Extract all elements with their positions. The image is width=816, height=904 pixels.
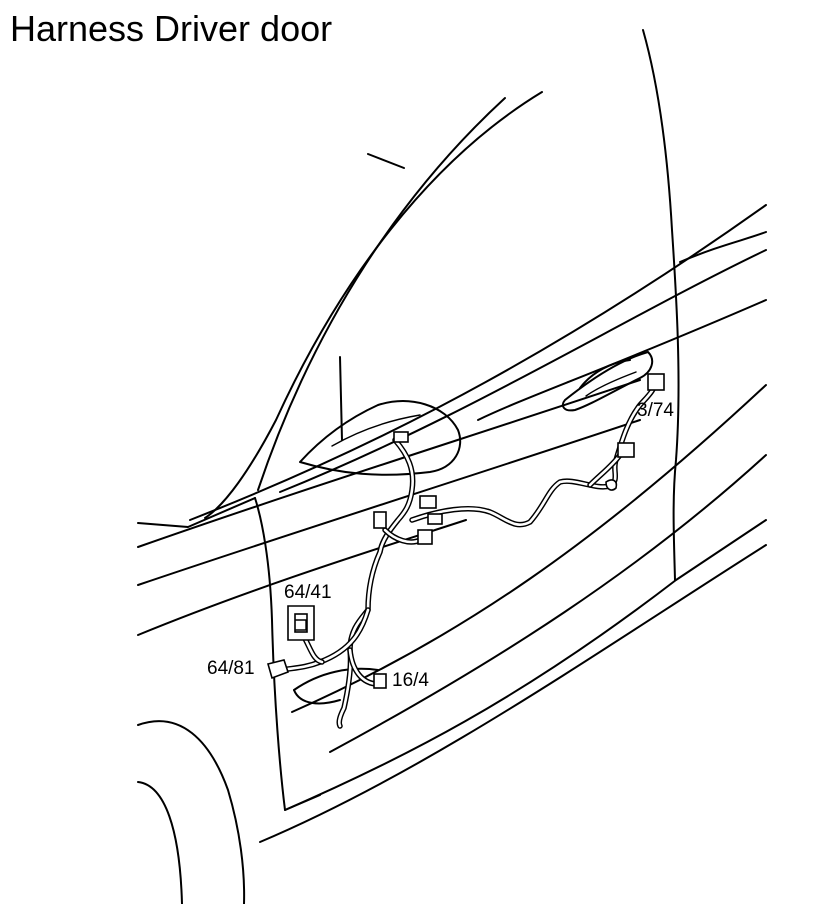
connector-64-81	[267, 659, 290, 680]
callout-3-74: 3/74	[637, 400, 674, 421]
door-handle	[561, 351, 654, 412]
vehicle-body-lines	[137, 29, 767, 904]
connectors	[267, 373, 665, 689]
wiring-harness	[279, 377, 659, 729]
callout-labels: 3/74 64/41 64/81 16/4	[207, 400, 674, 691]
diagram-title: Harness Driver door	[10, 8, 333, 49]
connector-clip-c	[427, 513, 443, 525]
connector-clip-b	[419, 495, 437, 509]
connector-handle	[617, 442, 635, 458]
callout-64-81: 64/81	[207, 658, 255, 679]
mirror-housing	[299, 400, 462, 476]
connector-16-4	[373, 673, 387, 689]
mirror-connector	[393, 431, 409, 443]
connector-3-74	[647, 373, 665, 391]
connector-clip-a	[373, 511, 387, 529]
connector-grommet	[605, 479, 618, 491]
callout-16-4: 16/4	[392, 670, 429, 691]
callout-64-41: 64/41	[284, 582, 332, 603]
connector-clip-d	[417, 529, 433, 545]
